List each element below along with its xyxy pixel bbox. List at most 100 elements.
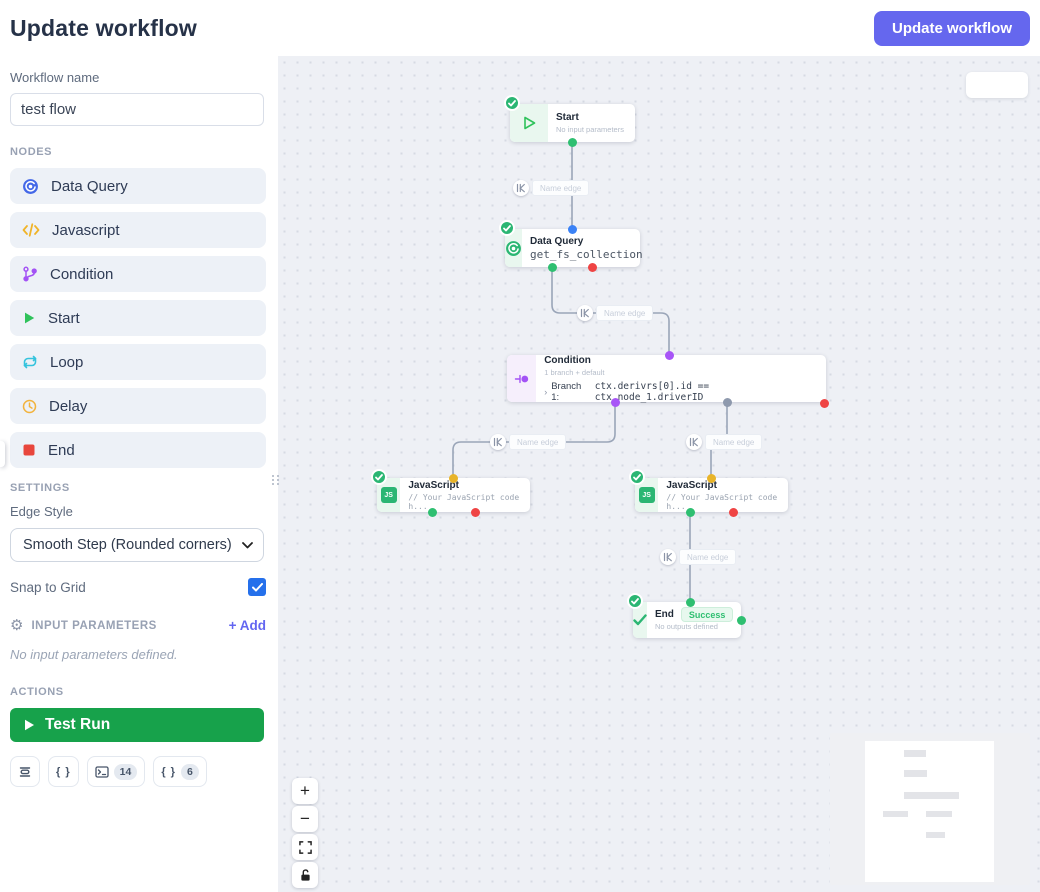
- actions-section-header: ACTIONS: [10, 686, 64, 698]
- edge-label-condition-javascript-left: Name edge: [490, 434, 567, 450]
- node-start[interactable]: Start No input parameters: [504, 95, 635, 142]
- snap-to-grid-checkbox[interactable]: [248, 578, 266, 596]
- handle-condition-target[interactable]: [665, 351, 674, 360]
- condition-icon-area: [507, 355, 537, 402]
- palette-item-label: Javascript: [52, 221, 120, 239]
- handle-end-side[interactable]: [737, 616, 746, 625]
- context-braces-button[interactable]: { } 6: [153, 756, 207, 787]
- code-icon: [22, 223, 40, 237]
- status-badge: Success: [680, 607, 734, 623]
- lock-interactivity-button[interactable]: [292, 862, 318, 888]
- success-check-icon: [629, 469, 645, 485]
- palette-item-loop[interactable]: Loop: [10, 344, 266, 380]
- branch-label: Branch 1:: [551, 381, 582, 403]
- palette-item-javascript[interactable]: Javascript: [10, 212, 266, 248]
- edge-name-input[interactable]: Name edge: [509, 434, 567, 450]
- minimap-node-end: [926, 832, 945, 838]
- palette-item-condition[interactable]: Condition: [10, 256, 266, 292]
- handle-condition-branch-source[interactable]: [611, 398, 620, 407]
- terminal-log-button[interactable]: 14: [86, 756, 146, 787]
- sidebar-resize-handle[interactable]: [270, 468, 282, 492]
- gear-icon: ⚙: [10, 617, 24, 634]
- branch-icon: [23, 266, 37, 282]
- palette-item-label: Loop: [50, 353, 84, 371]
- edge-rename-button[interactable]: [686, 434, 702, 450]
- branch-row[interactable]: › Branch 1: ctx.derivrs[0].id == ctx.nod…: [544, 381, 817, 403]
- edge-label-start-dataquery: Name edge: [513, 180, 590, 196]
- play-icon: [25, 312, 35, 324]
- braces-icon: { }: [161, 765, 176, 778]
- rename-icon: [580, 308, 589, 318]
- edge-name-input[interactable]: Name edge: [705, 434, 763, 450]
- add-parameter-button[interactable]: + Add: [228, 618, 266, 633]
- zoom-in-button[interactable]: +: [292, 778, 318, 804]
- minimap-viewport[interactable]: [865, 741, 994, 882]
- handle-end-target[interactable]: [686, 598, 695, 607]
- edge-rename-button[interactable]: [490, 434, 506, 450]
- edge-rename-button[interactable]: [660, 549, 676, 565]
- handle-condition-error[interactable]: [820, 399, 829, 408]
- handle-javascript-left-target[interactable]: [449, 474, 458, 483]
- handle-dataquery-target[interactable]: [568, 225, 577, 234]
- edge-rename-button[interactable]: [577, 305, 593, 321]
- js-icon: JS: [638, 487, 655, 503]
- minimap[interactable]: [830, 733, 1030, 885]
- clock-icon: [22, 399, 37, 413]
- palette-item-data-query[interactable]: Data Query: [10, 168, 266, 204]
- node-data-query[interactable]: Data Query get_fs_collection: [499, 220, 643, 267]
- canvas-top-right-panel: [966, 72, 1028, 98]
- handle-dataquery-error[interactable]: [588, 263, 597, 272]
- left-edge-tab[interactable]: [0, 441, 5, 467]
- terminal-count-badge: 14: [113, 763, 138, 780]
- end-icon-area: [633, 602, 647, 638]
- success-check-icon: [627, 593, 643, 609]
- handle-javascript-left-error[interactable]: [471, 508, 480, 517]
- test-run-button[interactable]: Test Run: [10, 708, 264, 742]
- edge-name-input[interactable]: Name edge: [532, 180, 590, 196]
- success-check-icon: [499, 220, 515, 236]
- handle-condition-default-source[interactable]: [723, 398, 732, 407]
- handle-dataquery-source[interactable]: [548, 263, 557, 272]
- zoom-out-button[interactable]: −: [292, 806, 318, 832]
- edge-style-select[interactable]: Smooth Step (Rounded corners): [10, 528, 264, 562]
- handle-javascript-right-error[interactable]: [729, 508, 738, 517]
- handle-javascript-left-source[interactable]: [428, 508, 437, 517]
- nodes-section-header: NODES: [10, 146, 53, 158]
- workflow-canvas[interactable]: Start No input parameters Data Query get…: [278, 56, 1040, 892]
- fit-view-button[interactable]: [292, 834, 318, 860]
- node-javascript-left[interactable]: JS JavaScript // Your JavaScript code h.…: [371, 469, 530, 512]
- node-condition[interactable]: Condition 1 branch + default › Branch 1:…: [507, 355, 826, 403]
- database-query-icon: [23, 178, 38, 194]
- javascript-icon-area: JS: [635, 478, 659, 512]
- fit-view-icon: [298, 840, 312, 854]
- handle-javascript-right-source[interactable]: [686, 508, 695, 517]
- js-icon: JS: [380, 487, 397, 503]
- chevron-down-icon: [242, 541, 253, 548]
- palette-item-end[interactable]: End: [10, 432, 266, 468]
- edge-name-input[interactable]: Name edge: [679, 549, 737, 565]
- play-icon: [25, 719, 34, 731]
- bottom-toolbar: { } 14 { } 6: [10, 756, 266, 787]
- edge-rename-button[interactable]: [513, 180, 529, 196]
- branch-icon: [514, 374, 528, 383]
- edge-name-input[interactable]: Name edge: [596, 305, 654, 321]
- braces-button[interactable]: { }: [48, 756, 79, 787]
- console-dock-button[interactable]: [10, 756, 40, 787]
- loop-icon: [23, 355, 37, 369]
- node-subtitle: // Your JavaScript code h...: [666, 492, 778, 511]
- handle-start-source[interactable]: [568, 138, 577, 147]
- handle-javascript-right-target[interactable]: [707, 474, 716, 483]
- update-workflow-button[interactable]: Update workflow: [873, 10, 1030, 46]
- braces-icon: { }: [56, 765, 71, 778]
- palette-item-start[interactable]: Start: [10, 300, 266, 336]
- snap-to-grid-row: Snap to Grid: [10, 578, 266, 596]
- node-subtitle: No input parameters: [556, 124, 624, 134]
- database-query-icon: [506, 240, 521, 256]
- minimap-node-start: [904, 750, 926, 757]
- workflow-name-label: Workflow name: [10, 70, 100, 85]
- node-end[interactable]: End Success No outputs defined: [627, 593, 741, 638]
- node-javascript-right[interactable]: JS JavaScript // Your JavaScript code h.…: [629, 469, 788, 512]
- palette-item-delay[interactable]: Delay: [10, 388, 266, 424]
- workflow-name-input[interactable]: [10, 93, 264, 126]
